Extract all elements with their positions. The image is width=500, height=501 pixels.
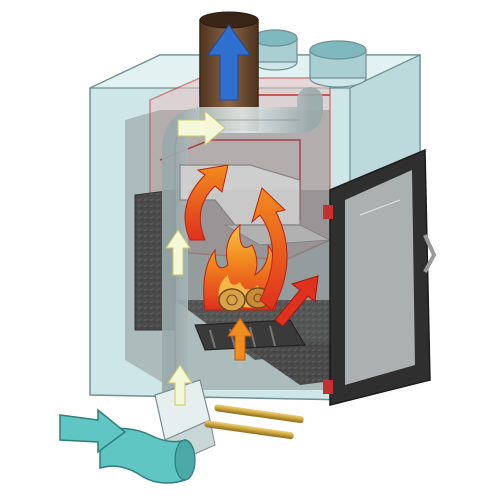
combustion-air-inlet-duct [99, 379, 216, 484]
hot-gas-circulation-arrow [184, 164, 319, 327]
convection-air-return-arrow [177, 109, 226, 147]
flue-gas-exhaust-arrow [207, 24, 251, 101]
heating-pipes [204, 404, 304, 440]
door-handle [423, 234, 436, 273]
secondary-air-arrow [165, 229, 253, 406]
top-vent-collar-right [309, 40, 367, 88]
glass-door [323, 148, 431, 406]
fresh-air-intake-arrow [59, 408, 127, 454]
top-vent-collar-left [252, 29, 298, 71]
